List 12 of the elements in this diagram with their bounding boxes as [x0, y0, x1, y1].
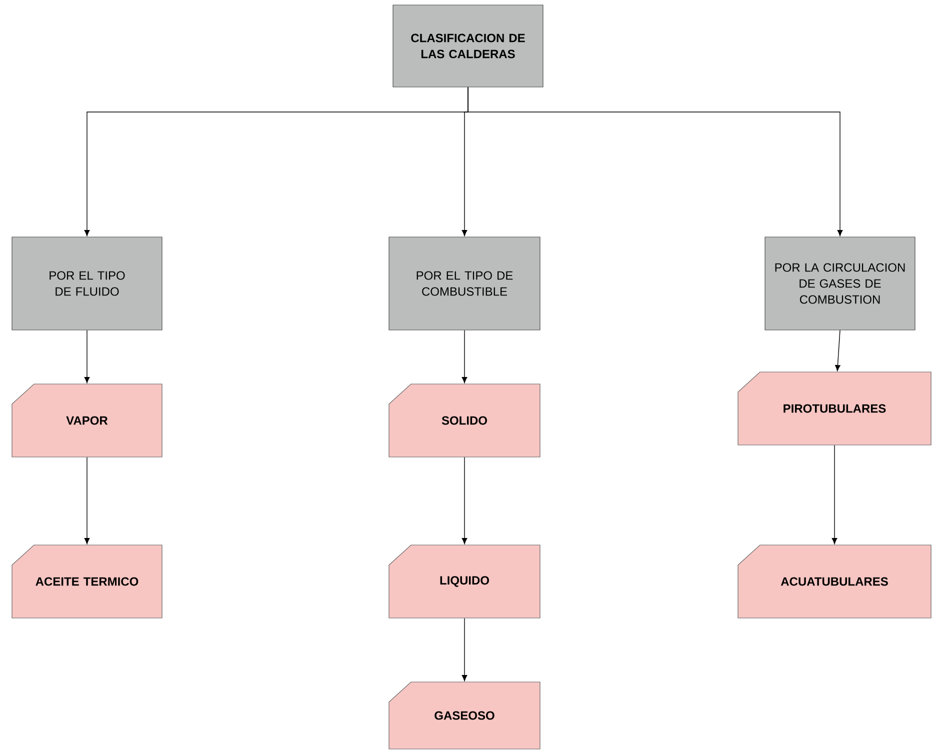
arrow [462, 618, 468, 682]
arrow [462, 456, 468, 544]
arrow [84, 330, 90, 384]
process-box: POR EL TIPO DE FLUIDO [12, 236, 162, 330]
arrow [84, 456, 90, 544]
arrow [468, 86, 843, 236]
process-box: POR EL TIPO DE COMBUSTIBLE [388, 236, 540, 330]
arrow [835, 330, 840, 372]
arrow [832, 444, 838, 544]
arrow [462, 330, 468, 384]
process-box: CLASIFICACION DE LAS CALDERAS [392, 4, 544, 88]
process-box: POR LA CIRCULACION DE GASES DE COMBUSTION [764, 236, 916, 330]
